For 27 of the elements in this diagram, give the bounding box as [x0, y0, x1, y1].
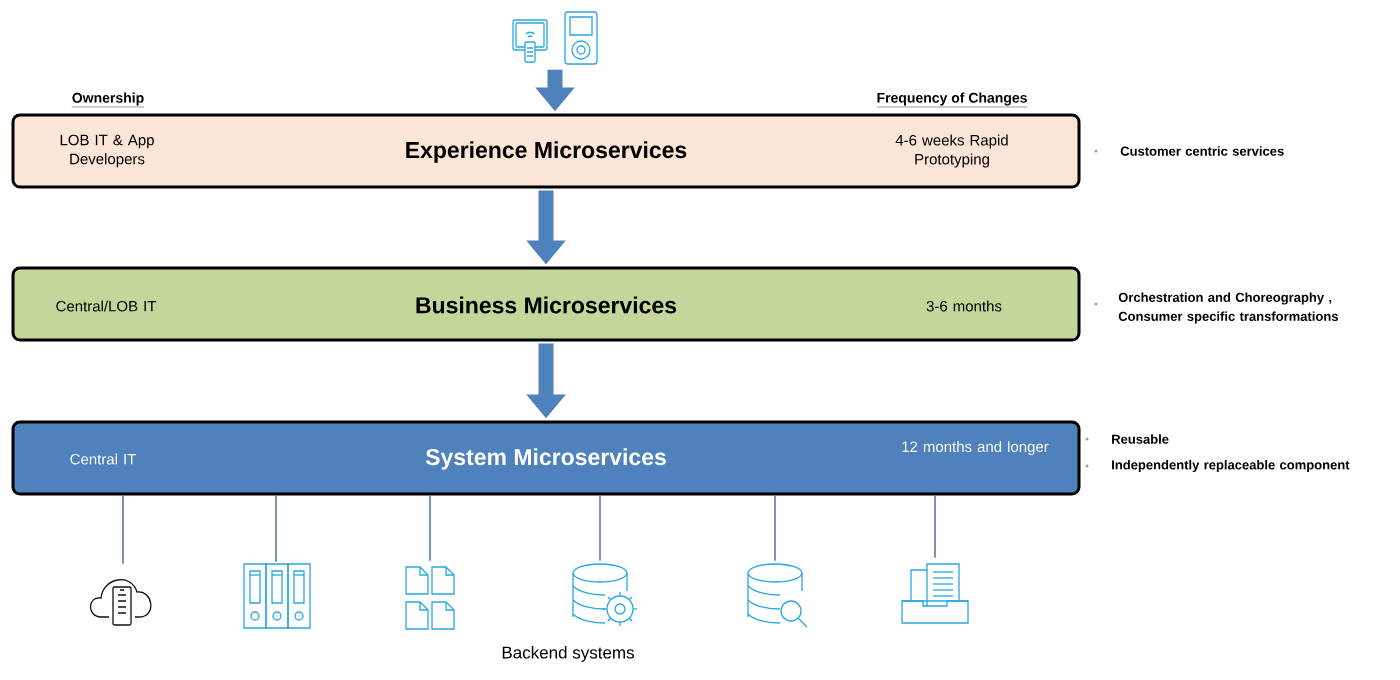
documents-icon [405, 566, 455, 630]
database-search-icon [747, 563, 808, 628]
owner-text: Central IT [70, 453, 136, 465]
cloud-server-icon [89, 579, 152, 626]
owner-text: LOB IT & App Developers [60, 134, 154, 168]
layer-title: Business Microservices [416, 296, 677, 314]
layer-title: System Microservices [425, 448, 666, 470]
connector-line [122, 494, 124, 565]
document-tray-icon [901, 563, 969, 624]
frequency-text: 12 months and longer [902, 441, 1049, 455]
database-gear-icon [572, 563, 634, 624]
connector-line [934, 494, 936, 559]
layer-title: Experience Microservices [406, 141, 687, 163]
binders-icon [243, 563, 311, 629]
bullet-text: Orchestration and Choreography , Consumer specific transformations [1094, 292, 1338, 324]
frequency-text: 3-6 months [926, 300, 1002, 312]
bullet-text: Customer centric services [1094, 146, 1284, 156]
frequency-text: 4-6 weeks Rapid Prototyping [895, 134, 1008, 168]
connector-line [774, 494, 776, 562]
bullet-text: Independently replaceable component [1085, 459, 1350, 473]
owner-text: Central/LOB IT [56, 300, 157, 312]
bullet-text: Reusable [1085, 434, 1169, 444]
connector-line [275, 494, 277, 563]
connector-line [599, 494, 601, 562]
devices-drawing [512, 11, 598, 65]
connector-line [429, 494, 431, 562]
caption-text: Backend systems [502, 646, 634, 662]
